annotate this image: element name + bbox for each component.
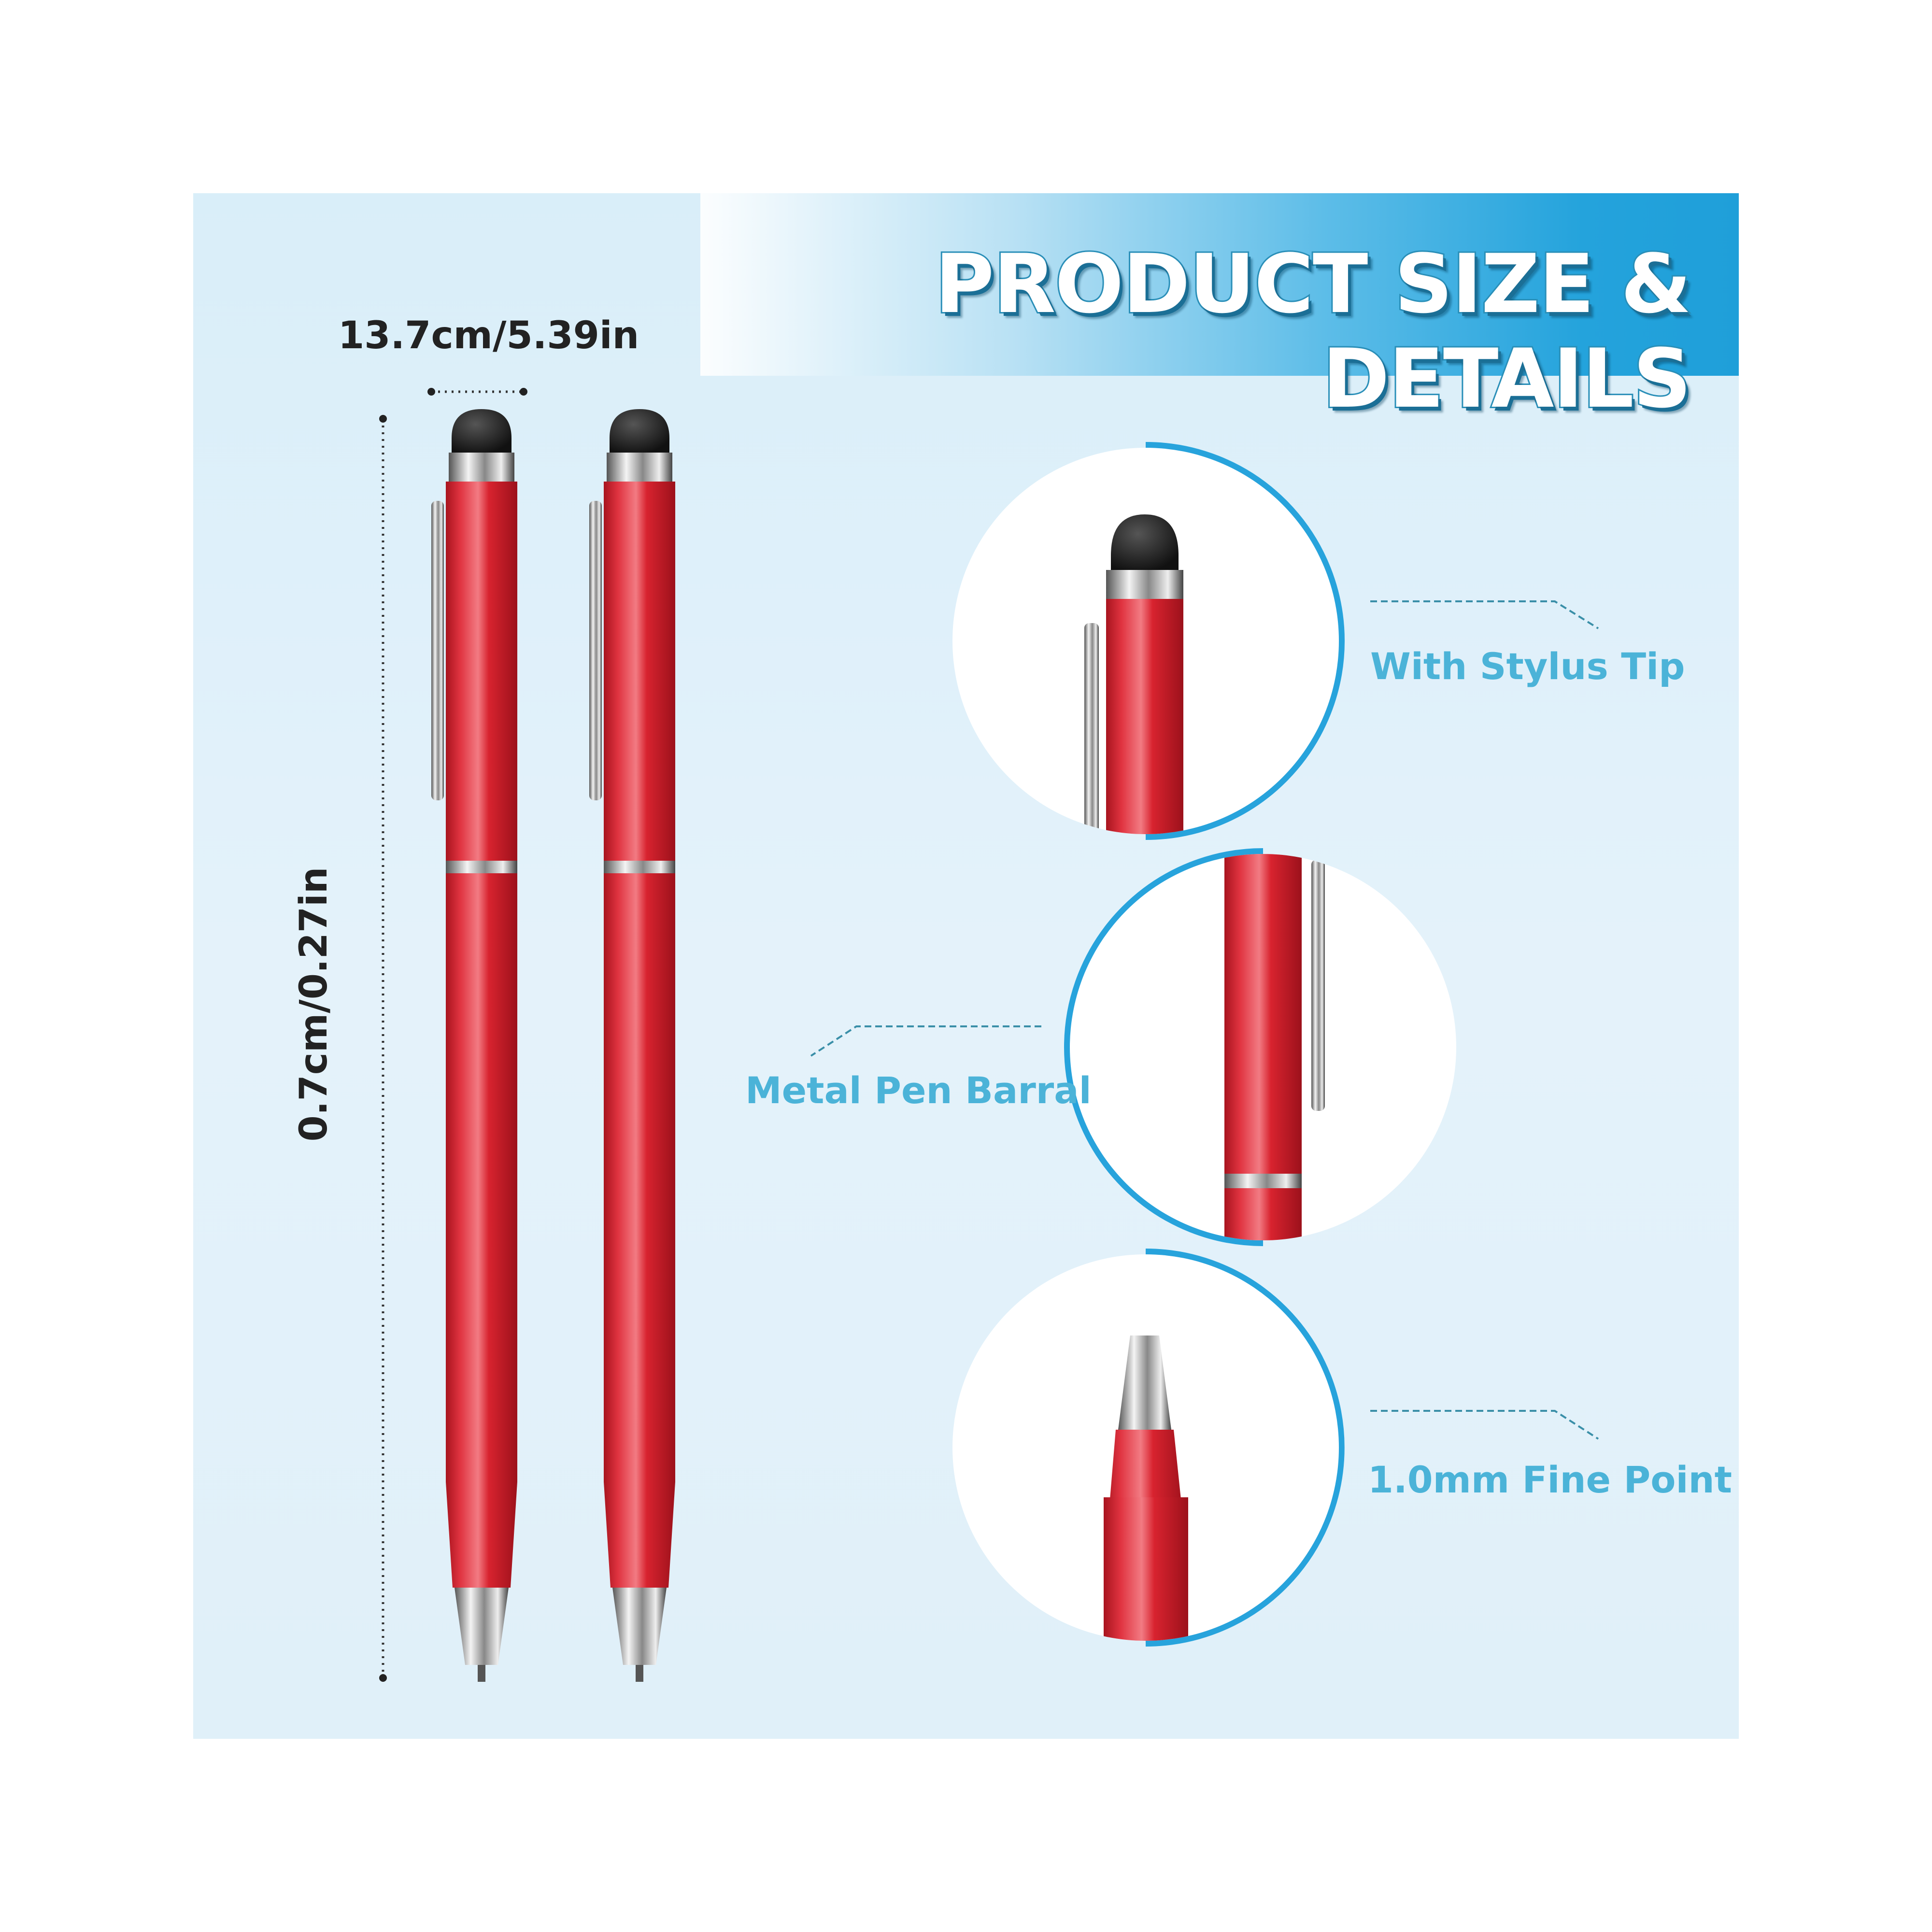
pen-barrel-leader-line <box>810 1025 1041 1057</box>
fine-point-detail-circle <box>952 1249 1345 1647</box>
header-band <box>700 193 1739 376</box>
stylus-tip-detail-circle <box>952 442 1345 840</box>
pen-2 <box>589 409 675 1682</box>
page-title: PRODUCT SIZE & DETAILS <box>933 235 1693 427</box>
height-label: 0.7cm/0.27in <box>292 867 336 1142</box>
feature-label-pen-barrel: Metal Pen Barral <box>745 1069 1092 1112</box>
width-label: 13.7cm/5.39in <box>338 314 639 357</box>
pen-1 <box>431 409 517 1682</box>
pen-barrel-detail-circle <box>1064 848 1456 1246</box>
stylus-tip-leader-line <box>1370 600 1599 629</box>
feature-label-stylus-tip: With Stylus Tip <box>1370 645 1685 688</box>
feature-label-fine-point: 1.0mm Fine Point <box>1368 1458 1732 1501</box>
fine-point-leader-line <box>1370 1410 1599 1440</box>
